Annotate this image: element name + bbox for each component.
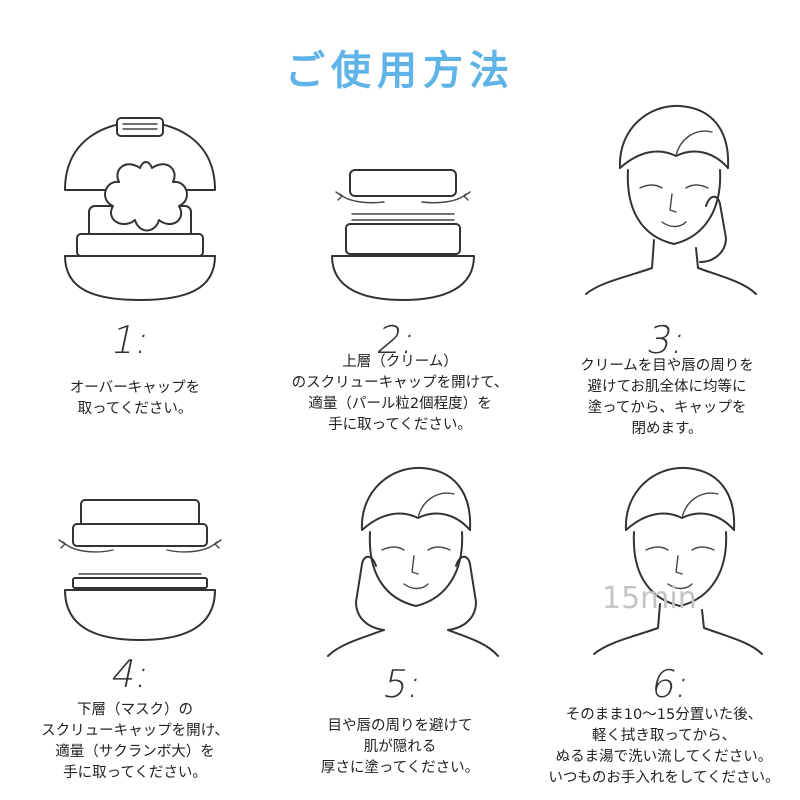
timer-overlay: 15min — [602, 581, 697, 616]
step-4-description: 下層（マスク）の スクリューキャップを開け、 適量（サクランボ大）を 手に取って… — [41, 702, 229, 781]
step-5-description: 目や唇の周りを避けて 肌が隠れる 厚さに塗ってください。 — [320, 718, 480, 776]
step-6-illustration — [586, 462, 766, 662]
step-2-description: 上層（クリーム） のスクリューキャップを開けて、 適量（パール粒2個程度）を 手… — [291, 354, 509, 433]
step-6-description: そのまま10～15分置いた後、 軽く拭き取ってから、 ぬるま湯で洗い流してくださ… — [548, 707, 780, 786]
step-4-illustration — [55, 494, 225, 664]
step-1-number: 1: — [107, 318, 154, 362]
step-2-illustration — [328, 158, 478, 308]
step-1-illustration — [55, 110, 225, 310]
step-4-number: 4: — [107, 652, 154, 696]
step-6-number: 6: — [647, 662, 694, 706]
step-3-illustration — [580, 98, 760, 308]
step-3-description: クリームを目や唇の周りを 避けてお肌全体に均等に 塗ってから、キャップを 閉めま… — [580, 358, 754, 437]
step-5-number: 5: — [379, 662, 426, 706]
step-5-illustration — [322, 462, 502, 662]
timer-text: 15min — [602, 581, 697, 616]
page-title: ご使用方法 — [285, 48, 515, 94]
step-1-description: オーバーキャップを 取ってください。 — [69, 380, 201, 417]
